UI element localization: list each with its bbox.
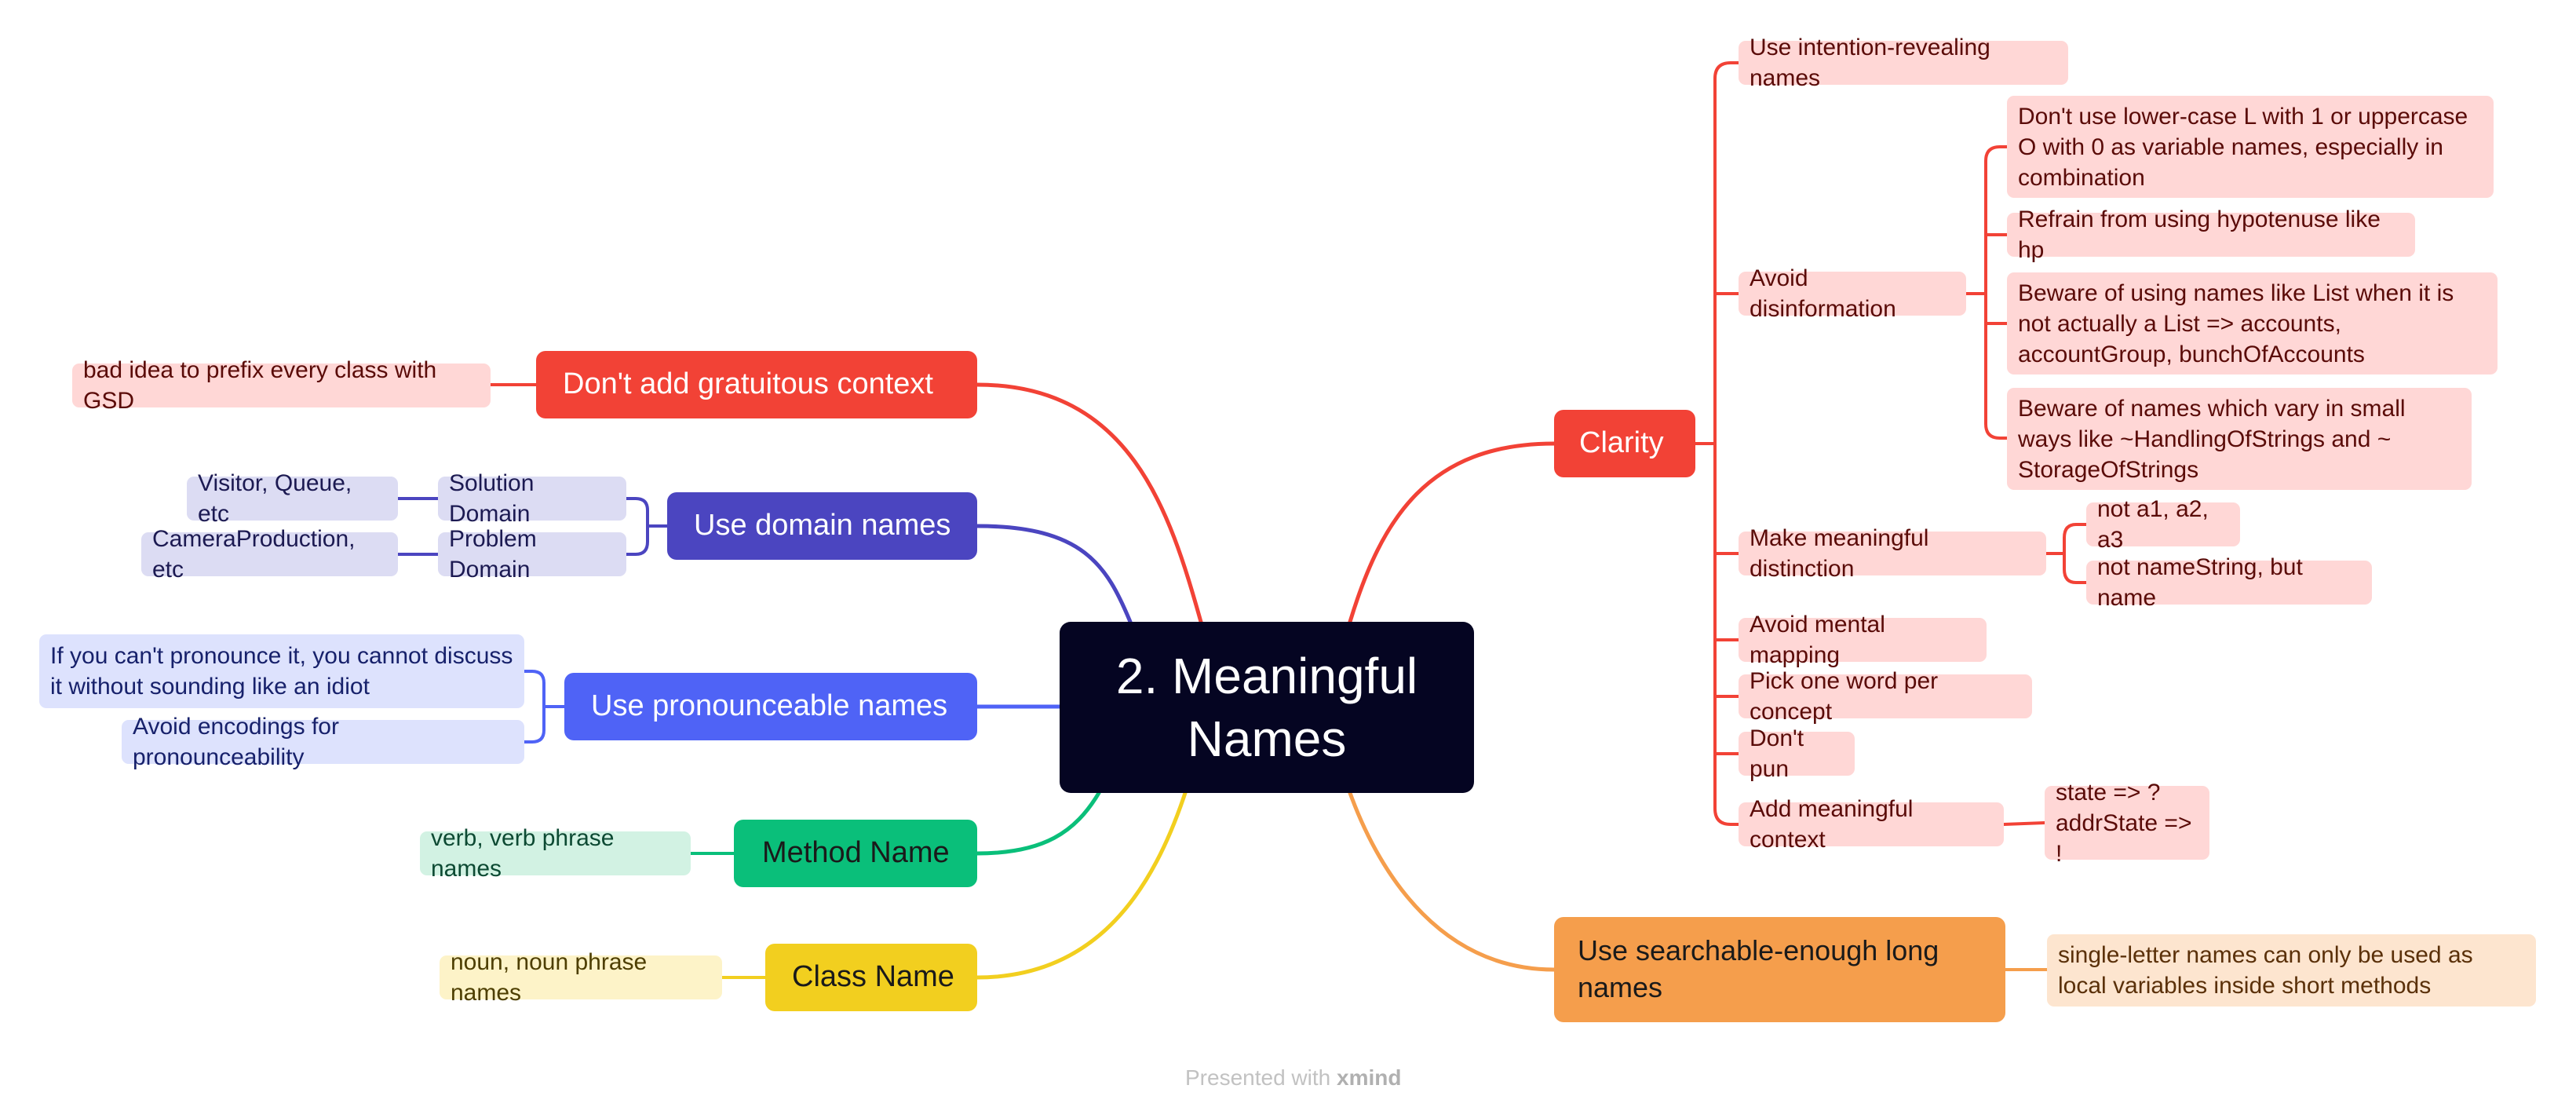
subtopic-not-a1-a2-a3[interactable]: not a1, a2, a3 xyxy=(2086,496,2240,553)
central-topic-label: 2. Meaningful Names xyxy=(1115,648,1418,767)
topic-pronounceable-names[interactable]: Use pronounceable names xyxy=(564,673,977,740)
link-domain xyxy=(975,524,1133,624)
subtopic-not-namestring[interactable]: not nameString, but name xyxy=(2086,554,2372,611)
subtopic-lowercase-l-warning[interactable]: Don't use lower-case L with 1 or upperca… xyxy=(2007,96,2494,198)
topic-domain-names[interactable]: Use domain names xyxy=(667,492,977,560)
subtopic-one-word-per-concept[interactable]: Pick one word per concept xyxy=(1739,668,2032,725)
topic-clarity[interactable]: Clarity xyxy=(1554,410,1695,477)
subtopic-cant-pronounce[interactable]: If you can't pronounce it, you cannot di… xyxy=(39,634,524,708)
central-topic[interactable]: 2. Meaningful Names xyxy=(1060,622,1474,793)
subtopic-visitor-queue[interactable]: Visitor, Queue, etc xyxy=(187,470,398,527)
xmind-brand: xmind xyxy=(1337,1065,1402,1090)
subtopic-avoid-disinformation[interactable]: Avoid disinformation xyxy=(1739,265,1966,322)
subtopic-cameraproduction[interactable]: CameraProduction, etc xyxy=(141,526,398,583)
link-method xyxy=(975,791,1101,856)
subtopic-meaningful-context[interactable]: Add meaningful context xyxy=(1739,796,2004,853)
subtopic-intention-revealing[interactable]: Use intention-revealing names xyxy=(1739,35,2068,91)
subtopic-noun-phrase[interactable]: noun, noun phrase names xyxy=(440,949,722,1006)
subtopic-state-example[interactable]: state => ? addrState => ! xyxy=(2045,780,2209,867)
presented-with-footer: Presented with xmind xyxy=(1185,1065,1402,1090)
topic-gratuitous-context[interactable]: Don't add gratuitous context xyxy=(536,351,977,418)
subtopic-dont-pun[interactable]: Don't pun xyxy=(1739,725,1855,782)
subtopic-meaningful-distinction[interactable]: Make meaningful distinction xyxy=(1739,525,2046,582)
link-clarity xyxy=(1348,441,1556,624)
link-class xyxy=(975,791,1188,980)
subtopic-avoid-encodings[interactable]: Avoid encodings for pronounceability xyxy=(122,714,524,770)
topic-method-name[interactable]: Method Name xyxy=(734,820,977,887)
topic-searchable-names[interactable]: Use searchable-enough long names xyxy=(1554,917,2005,1022)
link-gratuitous xyxy=(975,382,1203,624)
topic-clarity-label: Clarity xyxy=(1579,426,1664,460)
subtopic-solution-domain[interactable]: Solution Domain xyxy=(438,470,626,527)
subtopic-single-letter-names[interactable]: single-letter names can only be used as … xyxy=(2047,934,2536,1007)
subtopic-hypotenuse-warning[interactable]: Refrain from using hypotenuse like hp xyxy=(2007,206,2415,263)
subtopic-prefix-gsd[interactable]: bad idea to prefix every class with GSD xyxy=(72,357,491,414)
subtopic-mental-mapping[interactable]: Avoid mental mapping xyxy=(1739,612,1987,668)
link-searchable xyxy=(1348,791,1556,972)
subtopic-problem-domain[interactable]: Problem Domain xyxy=(438,526,626,583)
subtopic-list-warning[interactable]: Beware of using names like List when it … xyxy=(2007,272,2498,374)
subtopic-small-variation-warning[interactable]: Beware of names which vary in small ways… xyxy=(2007,388,2472,490)
subtopic-verb-phrase[interactable]: verb, verb phrase names xyxy=(420,825,691,882)
topic-class-name[interactable]: Class Name xyxy=(765,944,977,1011)
